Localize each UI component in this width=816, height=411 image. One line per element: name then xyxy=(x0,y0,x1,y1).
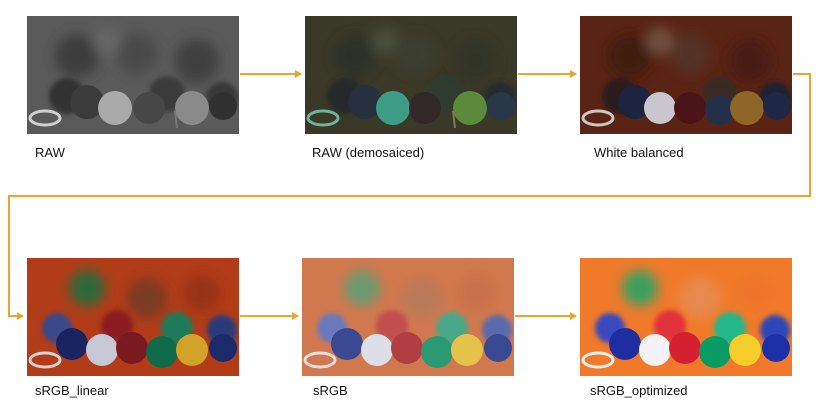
srgb-image xyxy=(302,258,514,376)
caption-srgb-optimized: sRGB_optimized xyxy=(590,383,688,398)
caption-srgb-linear: sRGB_linear xyxy=(35,383,109,398)
caption-raw-demosaiced: RAW (demosaiced) xyxy=(312,145,425,160)
caption-srgb: sRGB xyxy=(313,383,348,398)
srgb-optimized-image xyxy=(580,258,792,376)
raw-demosaiced-image xyxy=(305,16,517,134)
white-balanced-image xyxy=(580,16,792,134)
caption-raw: RAW xyxy=(35,145,65,160)
srgb-linear-image xyxy=(27,258,239,376)
raw-image xyxy=(27,16,239,134)
caption-white-balanced: White balanced xyxy=(594,145,684,160)
